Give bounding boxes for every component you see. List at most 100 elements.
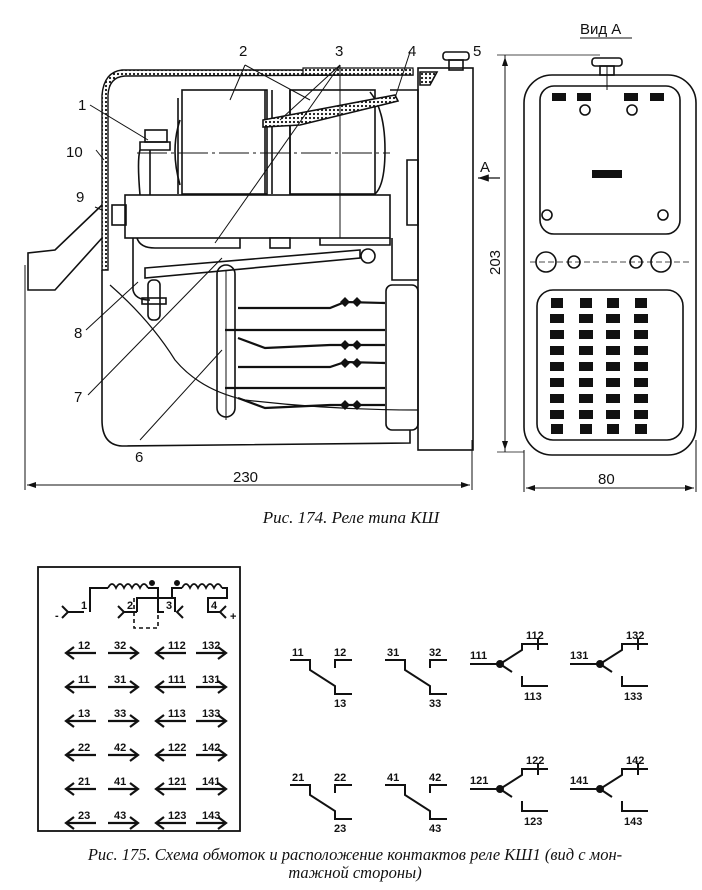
callout-10: 10 [66,144,83,161]
terminal-lug [550,362,564,371]
terminal-number: 32 [114,640,126,652]
terminal-lug [579,362,593,371]
contact-open [429,659,447,668]
arrow-left-icon [64,748,75,762]
terminal-marker [607,298,619,308]
relay-side-view [24,51,500,490]
terminal-block [550,298,648,434]
terminal-number: 122 [168,742,186,754]
arrow-left-icon [64,714,75,728]
contact-no-label: 32 [429,647,441,659]
terminal-lug [550,346,564,355]
contact-nc-label: 13 [334,698,346,710]
pivot-dot [596,660,604,668]
contact-blade [385,659,447,695]
terminal-lug [606,346,620,355]
terminal-number: 112 [168,640,186,652]
terminal-number: 31 [114,674,126,686]
figure-174-caption: Рис. 174. Реле типа КШ [262,508,440,527]
callout-2: 2 [239,43,247,60]
arrow-left-icon [64,816,75,830]
coil-terminal-2: 2 [127,600,133,612]
arrow-left-icon [154,748,165,762]
terminal-arrow: 133 [196,708,228,728]
dimension-height: 203 [487,250,504,275]
contact-open [334,784,352,793]
terminal-lug [606,394,620,403]
terminal-number: 132 [202,640,220,652]
contact-nc-label: 43 [429,823,441,835]
arrow-left-icon [64,646,75,660]
contact-open [429,784,447,793]
contact-springs [225,300,386,410]
arrow-right-icon [217,680,228,694]
terminal-arrow: 131 [196,674,228,694]
terminal-marker [551,424,563,434]
terminal-arrow: 123 [154,810,186,830]
contact-no-label: 22 [334,772,346,784]
contact-common-label: 131 [570,650,588,662]
contact-common-label: 141 [570,775,588,787]
terminal-lug [606,330,620,339]
contact-no-label: 122 [526,755,544,767]
terminal-lug [634,410,648,419]
callout-8: 8 [74,325,82,342]
contact-open [499,788,548,812]
terminal-lug [550,394,564,403]
contact-common-label: 121 [470,775,488,787]
arrow-right-icon [217,714,228,728]
contact-open [599,663,648,687]
terminal-arrow: 142 [196,742,228,762]
terminal-lug [550,314,564,323]
terminal-number: 131 [202,674,220,686]
callout-1: 1 [78,97,86,114]
relay-front-view [497,37,697,492]
contact-blade [290,659,352,695]
contact-nc-label: 33 [429,698,441,710]
terminal-lug [579,346,593,355]
terminal-number: 143 [202,810,220,822]
terminal-arrow: 143 [196,810,228,830]
terminal-number: 133 [202,708,220,720]
arrow-right-icon [129,646,140,660]
view-a-label: Вид А [580,21,621,38]
terminal-number: 22 [78,742,90,754]
terminal-number: 43 [114,810,126,822]
terminal-lug [606,362,620,371]
terminal-arrow: 12 [64,640,96,660]
arrow-left-icon [64,680,75,694]
figure-175-caption-line-2: тажной стороны) [288,863,422,882]
dimension-width: 230 [233,469,258,486]
contact-common-label: 111 [470,650,487,662]
arrow-left-icon [154,816,165,830]
contact-common-label: 21 [292,772,304,784]
terminal-arrow: 22 [64,742,96,762]
arrow-right-icon [217,646,228,660]
contact-nc-label: 123 [524,816,542,828]
coil-terminal-4: 4 [211,600,218,612]
arrow-left-icon [154,646,165,660]
coil-left [181,89,268,195]
coil-terminal-1-polarity: - [55,610,59,622]
terminal-arrow: 113 [154,708,186,728]
contact-blade [290,784,352,820]
terminal-marker [635,424,647,434]
terminal-lug [579,330,593,339]
contact-blade [470,768,548,790]
terminal-lug [579,410,593,419]
coil-terminal-1: 1 [81,600,87,612]
lever [144,249,361,279]
coil-terminal-labels: 1 - 2 3 4 + [55,600,236,623]
arrow-left-icon [154,680,165,694]
terminal-number: 23 [78,810,90,822]
wiring-panel [37,566,241,832]
contact-blade [570,768,648,790]
dimension-view-width: 80 [598,471,615,488]
